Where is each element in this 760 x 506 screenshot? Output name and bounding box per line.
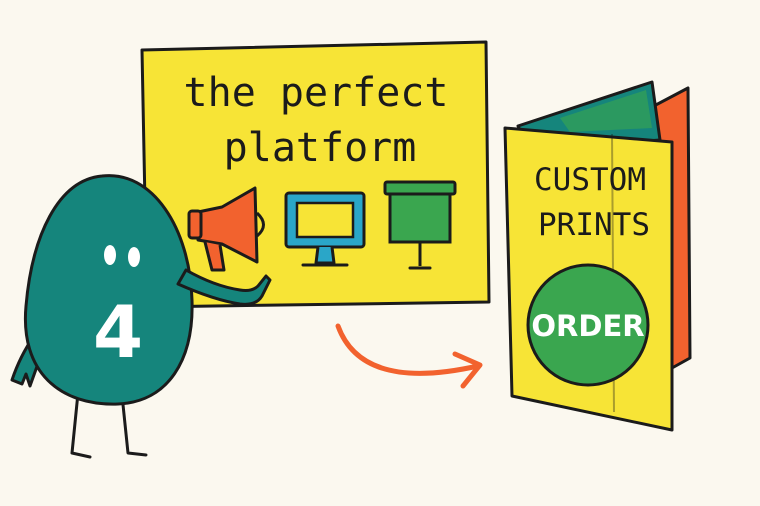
mascot-number: 4 bbox=[93, 290, 143, 374]
board-title-line2: platform bbox=[224, 125, 417, 171]
order-button-label[interactable]: ORDER bbox=[531, 309, 644, 343]
brochure-heading-line2: PRINTS bbox=[538, 207, 650, 243]
mascot-left-eye bbox=[104, 245, 116, 265]
brochure: CUSTOM PRINTS ORDER bbox=[503, 80, 692, 432]
board-title-line1: the perfect bbox=[184, 70, 449, 116]
monitor-icon bbox=[284, 191, 366, 267]
brochure-heading-line1: CUSTOM bbox=[534, 162, 646, 198]
platform-board: the perfect platform bbox=[140, 40, 491, 309]
mascot: 4 bbox=[10, 174, 272, 459]
megaphone-icon bbox=[187, 186, 265, 272]
mascot-right-eye bbox=[128, 247, 140, 267]
arrow-icon bbox=[335, 323, 483, 389]
projector-screen-icon bbox=[383, 180, 457, 270]
order-button[interactable]: ORDER bbox=[526, 263, 650, 387]
order-button-circle[interactable] bbox=[526, 263, 650, 387]
